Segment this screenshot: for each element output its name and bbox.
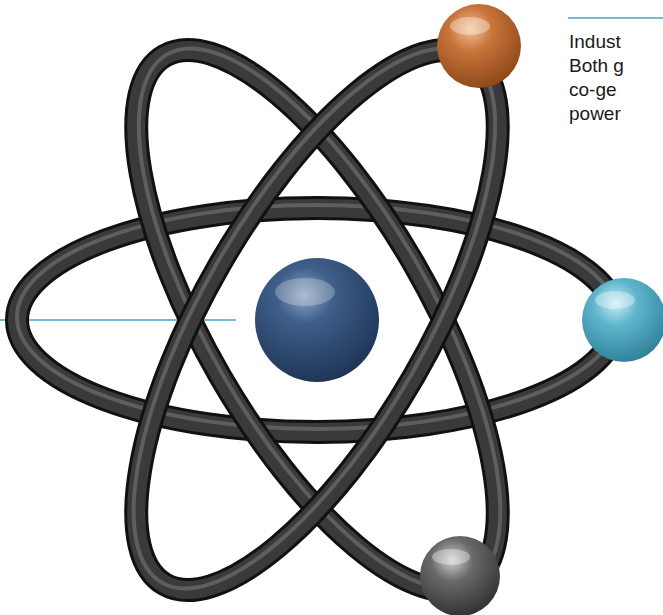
callout-text: co-ge — [569, 78, 617, 102]
electron — [420, 536, 500, 615]
electron — [582, 278, 663, 362]
electron — [437, 4, 521, 88]
callout-text: Indust — [569, 30, 621, 54]
nucleus — [255, 258, 379, 382]
callout-text: Both g — [569, 54, 624, 78]
callout-text: power — [569, 102, 621, 126]
orbits — [17, 0, 617, 615]
leader-line — [568, 17, 663, 19]
